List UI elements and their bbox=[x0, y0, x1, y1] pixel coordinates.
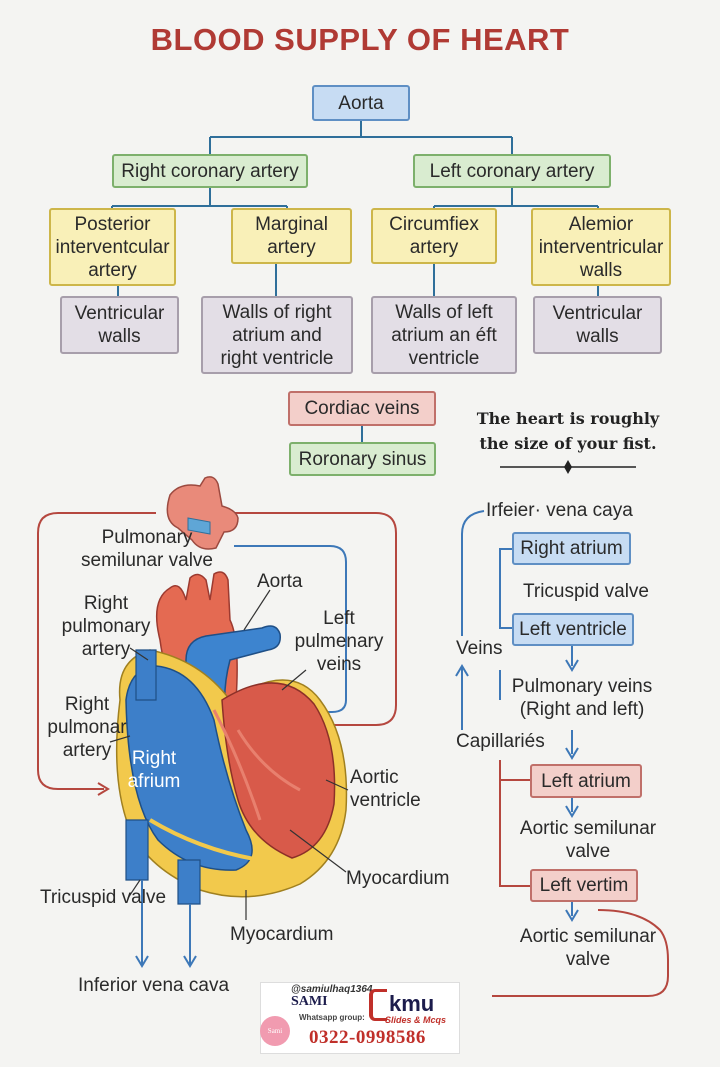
ventricular-walls-box-2: Ventricular walls bbox=[533, 296, 662, 354]
marginal-artery-box: Marginal artery bbox=[231, 208, 352, 264]
inferior-vena-cava-label: Inferior vena cava bbox=[78, 975, 230, 996]
logo-badge: Sami bbox=[260, 1016, 290, 1046]
right-coronary-branch-lines bbox=[111, 188, 288, 208]
heart-size-note: The heart is roughly the size of your fi… bbox=[476, 409, 660, 453]
flow-pulmonary-veins-label: Pulmonary veins (Right and left) bbox=[511, 676, 653, 720]
right-coronary-artery-box: Right coronary artery bbox=[112, 154, 308, 188]
logo-brand: kmu bbox=[389, 991, 435, 1016]
left-coronary-branch-lines bbox=[433, 188, 599, 208]
flow-left-atrium-box: Left atrium bbox=[530, 764, 642, 798]
logo-name: SAMI bbox=[291, 994, 328, 1009]
coronary-sinus-box: Roronary sinus bbox=[289, 442, 436, 476]
aorta-box: Aorta bbox=[312, 85, 410, 121]
brand-logo: @samiulhaq1364 SAMI Whatsapp group: kmu … bbox=[260, 982, 460, 1054]
anterior-interventricular-box: Alemior interventricular walls bbox=[531, 208, 671, 286]
pulmonary-semilunar-valve-label: Pulmonary semilunar valve bbox=[81, 527, 213, 571]
loop-line-left bbox=[37, 512, 156, 790]
flow-veins-label: Veins bbox=[456, 638, 503, 659]
flow-aortic-valve-label-1: Aortic semilunar valve bbox=[519, 818, 657, 862]
logo-phone: 0322-0998586 bbox=[309, 1027, 426, 1048]
left-coronary-artery-box: Left coronary artery bbox=[413, 154, 611, 188]
page-title: BLOOD SUPPLY OF HEART bbox=[150, 22, 570, 57]
walls-left-atrium-box: Walls of left atrium an éft ventricle bbox=[371, 296, 517, 374]
tricuspid-valve-label: Tricuspid valve bbox=[40, 887, 167, 908]
posterior-interventricular-artery-box: Posterior interventcular artery bbox=[49, 208, 176, 286]
myocardium-label-bottom: Myocardium bbox=[230, 924, 334, 945]
flow-tricuspid-label: Tricuspid valve bbox=[522, 581, 649, 602]
right-pulmonary-artery-label-1: Right pulmonary artery bbox=[61, 593, 151, 660]
ventricular-walls-box-1: Ventricular walls bbox=[60, 296, 179, 354]
aortic-ventricle-label: Aortic ventricle bbox=[350, 767, 421, 811]
loop-line-right bbox=[228, 512, 397, 726]
left-pulmonary-veins-label: Left pulmenary veins bbox=[294, 608, 384, 675]
right-pulmonary-artery-label-2: Right pulmonar artery bbox=[47, 694, 127, 761]
myocardium-label-right: Myocardium bbox=[346, 868, 450, 889]
circumflex-artery-box: Circumfiex artery bbox=[371, 208, 497, 264]
flow-left-ventricle-box: Left ventricle bbox=[512, 613, 634, 646]
note-divider-diamond bbox=[564, 460, 572, 474]
logo-tagline: Slides & Mcqs bbox=[385, 1015, 447, 1025]
flow-left-vertim-box: Left vertim bbox=[530, 869, 638, 902]
aorta-label: Aorta bbox=[257, 571, 303, 592]
flow-right-atrium-box: Right atrium bbox=[512, 532, 631, 565]
cardiac-veins-box: Cordiac veins bbox=[288, 391, 436, 426]
logo-handle: @samiulhaq1364 bbox=[291, 984, 373, 995]
supply-lines bbox=[117, 264, 599, 296]
loop-line-blue bbox=[234, 545, 347, 713]
right-atrium-label: Right afrium bbox=[127, 748, 181, 792]
flow-capillaries-label: Capillariés bbox=[456, 731, 545, 752]
logo-mark-icon bbox=[369, 989, 387, 1021]
heart-illustration bbox=[115, 476, 348, 905]
flow-aortic-valve-label-2: Aortic semilunar valve bbox=[519, 926, 657, 970]
logo-whatsapp: Whatsapp group: bbox=[299, 1013, 365, 1022]
aorta-branch-lines bbox=[209, 121, 513, 154]
flow-ivc-label: Irfeier· vena caya bbox=[486, 500, 633, 521]
walls-right-atrium-box: Walls of right atrium and right ventricl… bbox=[201, 296, 353, 374]
